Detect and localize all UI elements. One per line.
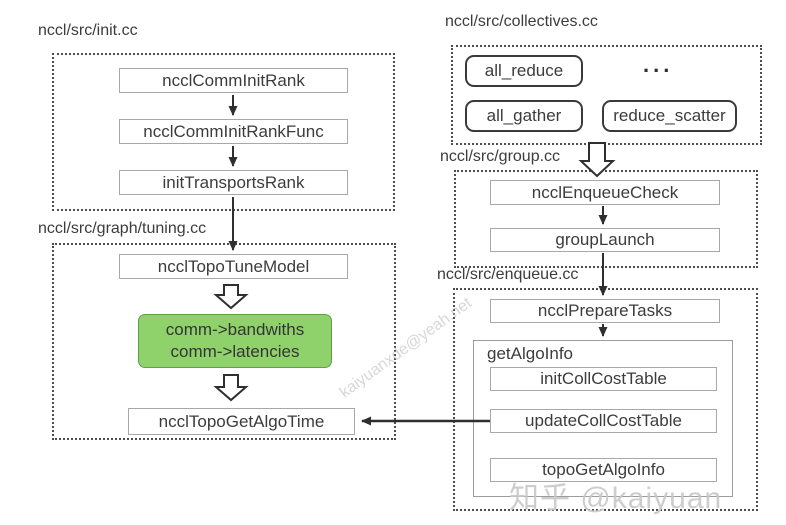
node-initTransportsRank: initTransportsRank: [119, 170, 348, 195]
node-all-gather: all_gather: [465, 100, 583, 132]
file-label-group: nccl/src/group.cc: [440, 148, 561, 165]
file-label-collectives: nccl/src/collectives.cc: [445, 13, 598, 30]
container-init: [52, 53, 395, 211]
node-ncclTopoGetAlgoTime: ncclTopoGetAlgoTime: [128, 408, 355, 435]
highlight-line2: comm->latencies: [170, 342, 300, 361]
node-updateCollCostTable: updateCollCostTable: [490, 409, 717, 433]
file-label-init: nccl/src/init.cc: [38, 22, 138, 39]
file-label-enqueue: nccl/src/enqueue.cc: [437, 266, 579, 283]
label-getAlgoInfo: getAlgoInfo: [487, 344, 574, 363]
node-groupLaunch: groupLaunch: [490, 228, 720, 252]
node-reduce-scatter: reduce_scatter: [602, 100, 737, 132]
node-initCollCostTable: initCollCostTable: [490, 367, 717, 391]
node-ncclCommInitRankFunc: ncclCommInitRankFunc: [119, 119, 348, 144]
ellipsis-more-collectives: ...: [643, 52, 674, 77]
container-getAlgoInfo: [473, 340, 733, 497]
container-tuning: [52, 243, 396, 440]
node-ncclPrepareTasks: ncclPrepareTasks: [490, 299, 720, 323]
watermark-zhihu: 知乎 @kaiyuan: [509, 482, 723, 515]
highlight-line1: comm->bandwiths: [165, 320, 305, 339]
node-all-reduce: all_reduce: [465, 55, 583, 87]
node-comm-bandwidths-latencies: comm->bandwiths comm->latencies: [138, 314, 332, 368]
node-ncclCommInitRank: ncclCommInitRank: [119, 68, 348, 93]
node-topoGetAlgoInfo: topoGetAlgoInfo: [490, 458, 717, 482]
file-label-tuning: nccl/src/graph/tuning.cc: [38, 220, 207, 237]
node-ncclEnqueueCheck: ncclEnqueueCheck: [490, 180, 720, 205]
node-ncclTopoTuneModel: ncclTopoTuneModel: [119, 254, 348, 279]
